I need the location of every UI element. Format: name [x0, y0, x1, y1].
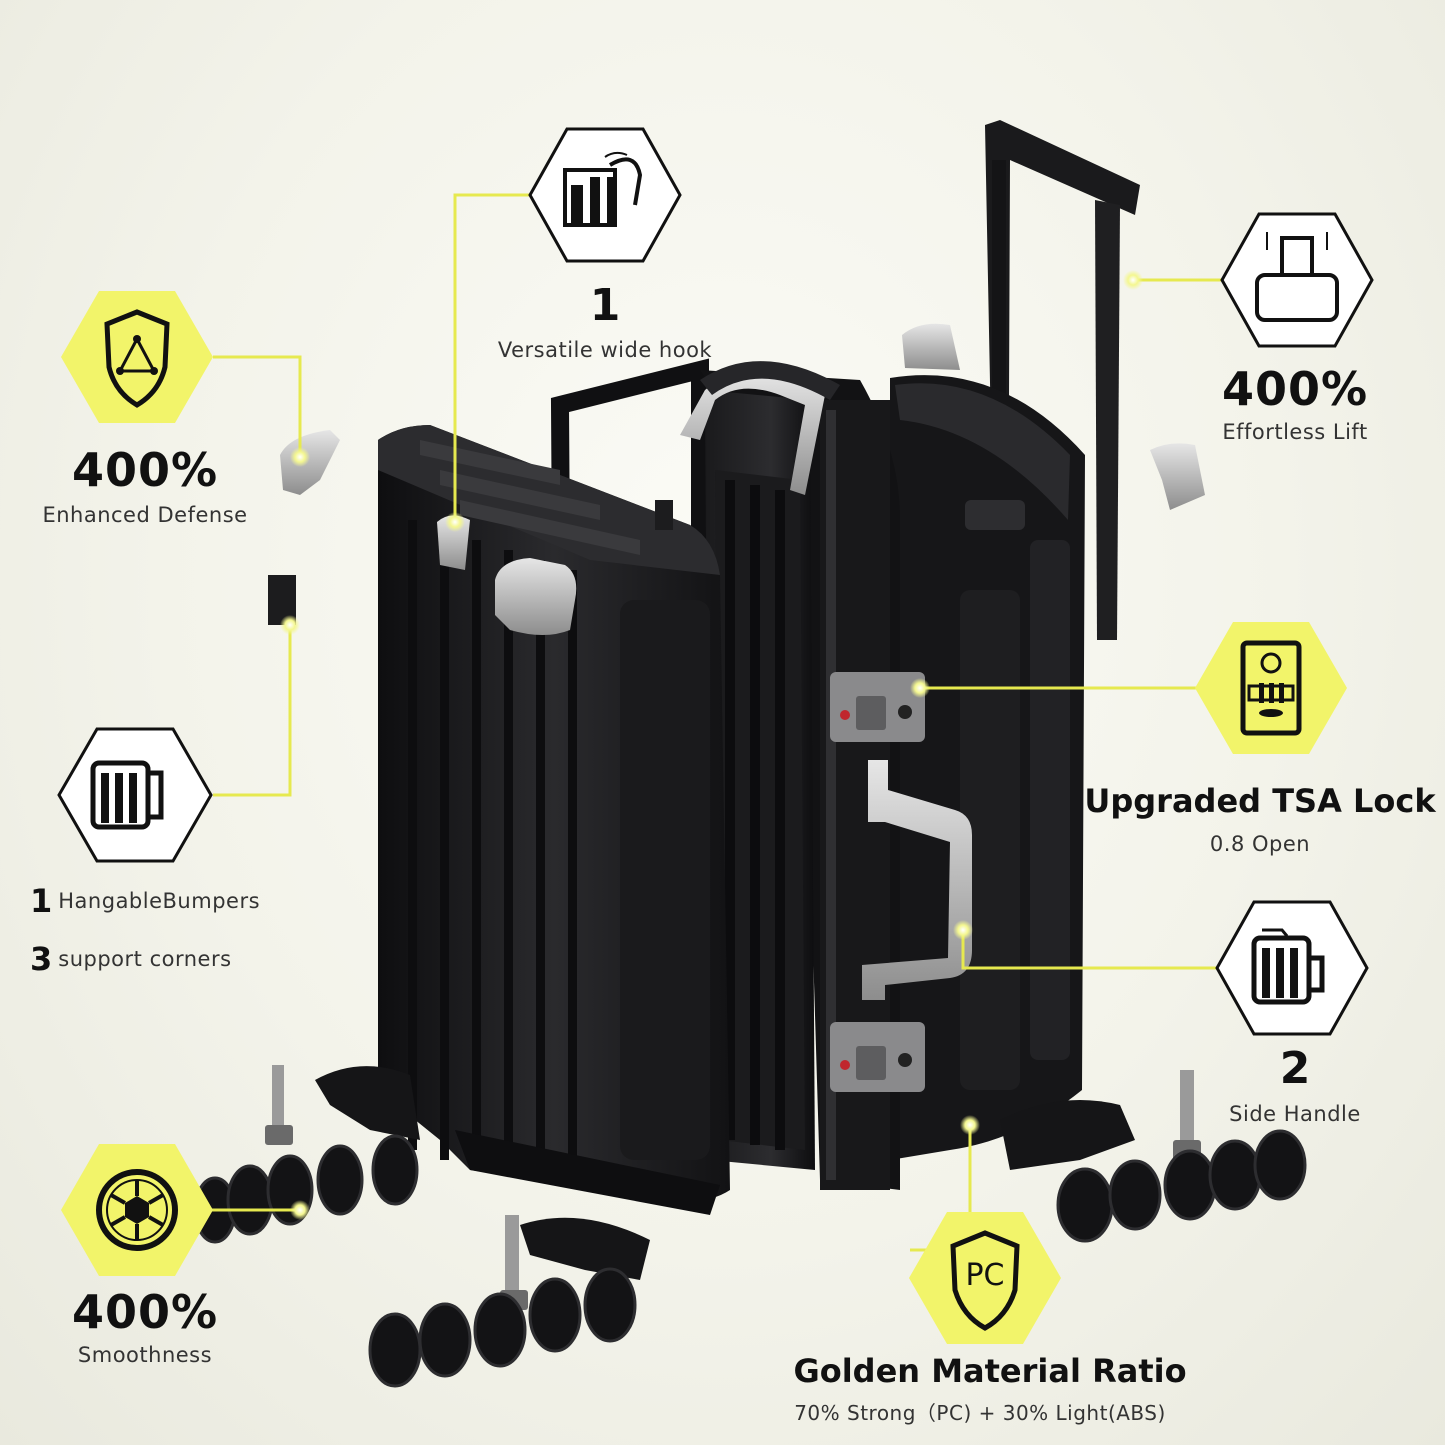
- pc-shield-icon: [909, 1212, 1061, 1344]
- front-shell: [378, 425, 730, 1215]
- material-label: 70% Strong（PC) + 30% Light(ABS): [794, 1401, 1166, 1425]
- side-handle-label: Side Handle: [1229, 1102, 1361, 1126]
- trolley-handle-icon: [1220, 212, 1374, 348]
- defense-value: 400%: [71, 443, 219, 497]
- hook-icon: [528, 127, 682, 263]
- bumpers-count: 1: [30, 882, 53, 920]
- smoothness-label: Smoothness: [77, 1343, 213, 1367]
- wheel-assembly-right: [1000, 1070, 1307, 1243]
- lock-title: Upgraded TSA Lock: [1084, 782, 1436, 820]
- tsa-lock-icon: [1195, 622, 1347, 754]
- side-handle-number: 2: [1279, 1043, 1311, 1094]
- bumpers-label: HangableBumpers: [58, 889, 261, 913]
- corners-count: 3: [30, 940, 53, 978]
- hook-label: Versatile wide hook: [497, 338, 713, 362]
- bumper-icon: [57, 727, 213, 863]
- loose-bumpers: [268, 323, 1205, 625]
- wheel-icon: [61, 1144, 213, 1276]
- lift-value: 400%: [1221, 362, 1369, 416]
- lock-label: 0.8 Open: [1209, 832, 1311, 856]
- connector-dots: [280, 270, 1143, 1220]
- material-title: Golden Material Ratio: [793, 1352, 1187, 1390]
- lift-label: Effortless Lift: [1222, 420, 1368, 444]
- wheel-assembly-center: [368, 1215, 650, 1388]
- aluminum-frame: [550, 358, 972, 1192]
- defense-label: Enhanced Defense: [42, 503, 248, 527]
- hook-number: 1: [589, 280, 621, 331]
- side-handle-icon: [1215, 900, 1369, 1036]
- shield-triangle-icon: [61, 291, 213, 423]
- pc-badge-text: PC: [965, 1258, 1005, 1293]
- smoothness-value: 400%: [71, 1285, 219, 1339]
- corners-label: support corners: [58, 947, 232, 971]
